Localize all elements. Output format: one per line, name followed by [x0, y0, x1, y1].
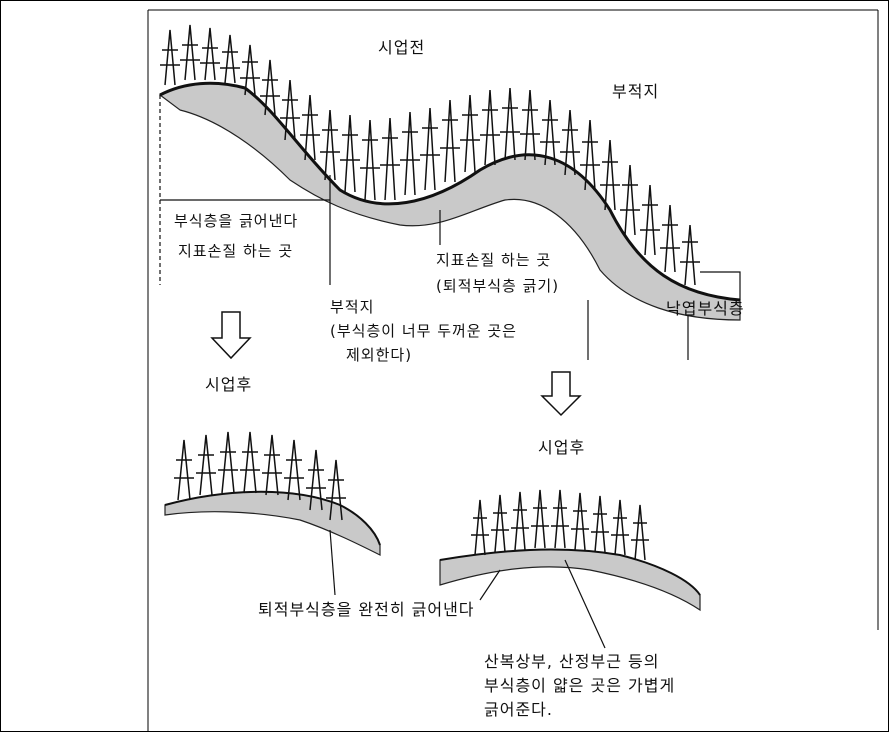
bottom-right-soil [439, 548, 701, 612]
top-cross-section [158, 24, 741, 321]
litter-layer-label: 낙엽부식층 [666, 299, 745, 318]
bottom-left-section [164, 431, 381, 596]
ridge-note-leader [564, 559, 606, 649]
unsuitable-note-1: (부식층이 너무 두꺼운 곳은 [330, 322, 517, 340]
top-tree-line [160, 24, 700, 286]
unsuitable-note-2: 제외한다) [346, 346, 413, 364]
right-down-arrow [540, 371, 582, 417]
bottom-right-section [439, 489, 701, 649]
left-down-arrow [210, 311, 252, 360]
bottom-left-trees [174, 431, 346, 521]
bottom-right-surface [439, 548, 701, 596]
site-unsuitable-label: 부적지 [612, 82, 660, 101]
bottom-left-soil [164, 491, 381, 556]
scrape-full-leader [329, 529, 336, 596]
litter-bracket [700, 271, 741, 300]
bottom-left-surface [164, 490, 381, 546]
surface-prep-2-label: 지표손질 하는 곳 [436, 251, 552, 269]
left-ridge-leader [479, 569, 501, 601]
surface-prep-label: 지표손질 하는 곳 [178, 242, 294, 260]
top-annotation-lines [159, 95, 741, 360]
ridge-note-label: 산복상부, 산정부근 등의 부식층이 얇은 곳은 가볍게 긁어준다. [484, 652, 676, 719]
surface-prep-2-note: (퇴적부식층 긁기) [436, 277, 560, 295]
scrape-humus-label: 부식층을 긁어낸다 [174, 212, 299, 230]
bottom-right-trees [471, 489, 649, 561]
scrape-full-label: 퇴적부식층을 완전히 긁어낸다 [258, 600, 475, 619]
after-right-label: 시업후 [538, 438, 586, 457]
unsuitable-title-label: 부적지 [330, 298, 375, 316]
after-left-label: 시업후 [205, 375, 253, 394]
before-label: 시업전 [378, 38, 426, 57]
